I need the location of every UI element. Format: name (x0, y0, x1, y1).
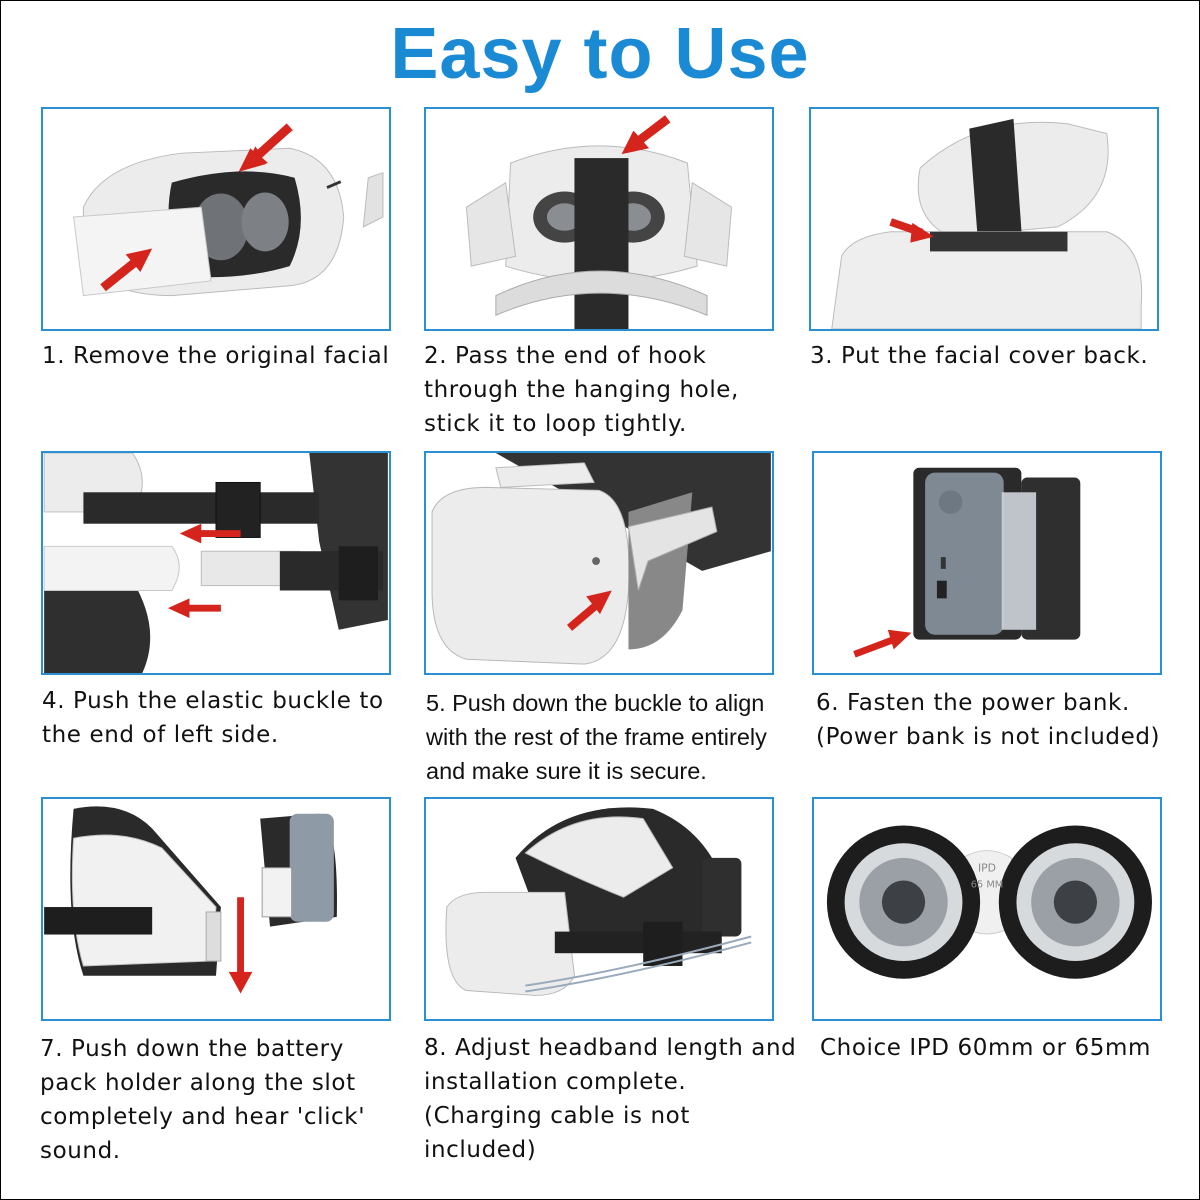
strap-hook-illustration (465, 115, 733, 329)
page-title: Easy to Use (390, 14, 810, 94)
headset-illustration (73, 123, 384, 297)
step-4-caption: 4. Push the elastic buckle to the end of… (42, 688, 384, 748)
step-5-caption: 5. Push down the buckle to align with th… (426, 690, 767, 784)
step-2-image (424, 107, 774, 331)
battery-holder-illustration (44, 806, 337, 994)
step-5-image (424, 451, 774, 675)
step-4-image (41, 451, 391, 675)
elastic-buckle-illustration (43, 453, 388, 673)
buckle-align-illustration (431, 453, 771, 665)
step-9-image: IPD 65 MM (812, 797, 1162, 1021)
lens-label-size: 65 MM (971, 879, 1004, 890)
power-bank-illustration (853, 467, 1081, 658)
complete-headset-illustration (445, 807, 752, 996)
ipd-lenses-illustration: IPD 65 MM (826, 825, 1152, 979)
lens-label-ipd: IPD (978, 862, 996, 875)
step-7-caption: 7. Push down the battery pack holder alo… (40, 1036, 366, 1164)
step-1-image (41, 107, 391, 331)
step-3-caption: 3. Put the facial cover back. (810, 343, 1149, 369)
step-6-image (812, 451, 1162, 675)
step-3-image (809, 107, 1159, 331)
step-9-caption: Choice IPD 60mm or 65mm (820, 1035, 1151, 1061)
step-1-caption: 1. Remove the original facial (42, 343, 390, 369)
step-2-caption: 2. Pass the end of hook through the hang… (424, 343, 739, 437)
step-8-image (424, 797, 774, 1021)
step-6-caption: 6. Fasten the power bank. (Power bank is… (816, 690, 1161, 750)
step-7-image (41, 797, 391, 1021)
step-8-caption: 8. Adjust headband length and installati… (424, 1035, 797, 1163)
facial-cover-illustration (831, 118, 1143, 329)
